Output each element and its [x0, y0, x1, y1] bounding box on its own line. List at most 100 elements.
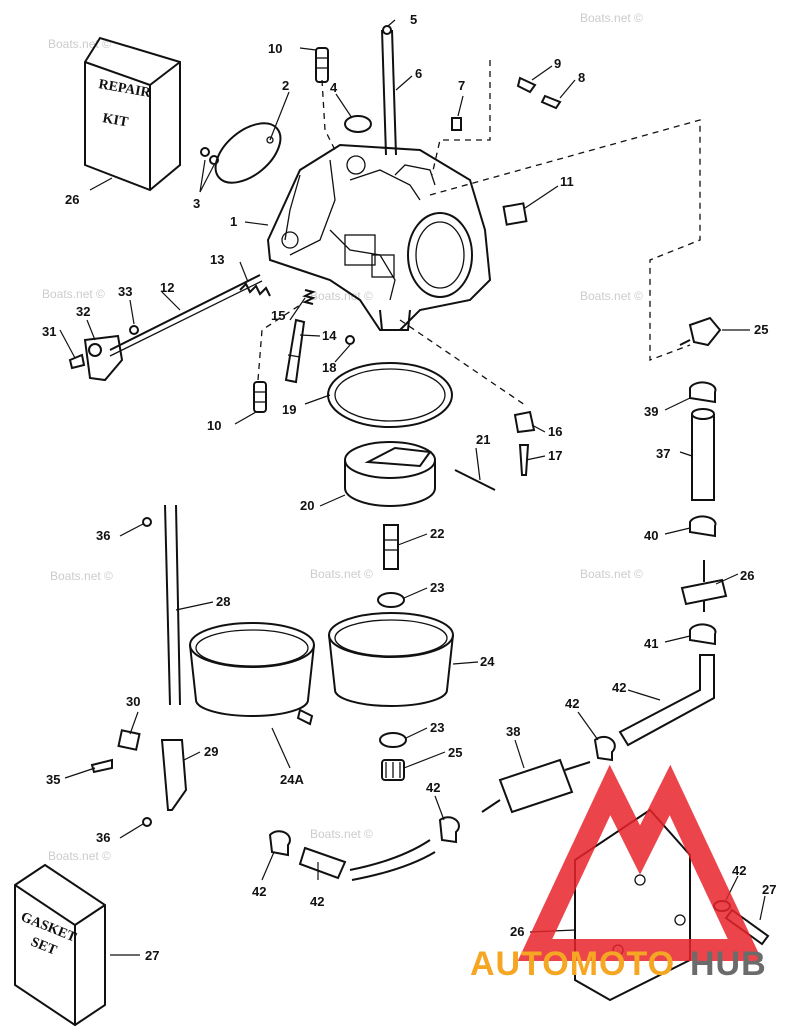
callout-42-f: 42 [252, 884, 266, 899]
screws-3 [200, 147, 219, 165]
screw-7 [451, 117, 462, 131]
callout-18: 18 [322, 360, 336, 375]
watermarks: Boats.net © Boats.net © Boats.net © Boat… [42, 11, 643, 863]
callout-19: 19 [282, 402, 296, 417]
watermark: Boats.net © [42, 287, 105, 301]
callout-24: 24 [480, 654, 495, 669]
callout-42-d: 42 [565, 696, 579, 711]
callout-37: 31 [42, 324, 56, 339]
repair-kit-box: REPAIR KIT [84, 36, 181, 192]
logo-text-orange: AUTOMOTO [470, 945, 675, 983]
callout-21: 21 [476, 432, 490, 447]
gasket-19 [327, 362, 453, 428]
callout-28: 26 [65, 192, 79, 207]
callout-20: 20 [300, 498, 314, 513]
callout-8: 8 [578, 70, 585, 85]
dashed-guide-lines [257, 60, 701, 406]
needle-14 [284, 318, 306, 384]
float-20 [344, 441, 436, 507]
hose-40 [691, 408, 715, 501]
watermark: Boats.net © [50, 569, 113, 583]
callout-11: 11 [560, 174, 574, 189]
bracket-33 [160, 739, 188, 811]
callout-29: 27 [145, 948, 159, 963]
screw-18 [345, 335, 355, 345]
carburetor-body [266, 143, 492, 331]
callout-16: 16 [548, 424, 562, 439]
watermark: Boats.net © [310, 567, 373, 581]
gasket-set-box: GASKET SET [14, 863, 106, 1027]
fuel-line-2 [351, 851, 436, 881]
callout-42-a: 39 [644, 404, 658, 419]
callout-32: 28 [216, 594, 230, 609]
clamp-42-b [689, 515, 717, 538]
gasket-set-text-line2: SET [29, 935, 60, 959]
callout-39: 33 [118, 284, 132, 299]
washer-23-lower [379, 732, 407, 748]
callout-13: 13 [210, 252, 224, 267]
spring-13 [239, 282, 271, 297]
fitting-26 [679, 316, 722, 347]
watermark: Boats.net © [48, 849, 111, 863]
clamp-42-f [268, 830, 291, 857]
float-bowl-24 [328, 612, 454, 707]
callout-42-b: 40 [644, 528, 658, 543]
screw-36-upper [142, 517, 152, 527]
callout-10-lower: 10 [207, 418, 221, 433]
callout-31: 27 [762, 882, 776, 897]
callout-35: 35 [46, 772, 60, 787]
callout-27: 26 [740, 568, 754, 583]
callout-15: 15 [271, 308, 285, 323]
callout-26: 25 [754, 322, 768, 337]
callout-34: 30 [126, 694, 140, 709]
callout-22: 22 [430, 526, 444, 541]
valve-22 [383, 524, 399, 570]
callout-5: 5 [410, 12, 417, 27]
callout-23-lower: 23 [430, 720, 444, 735]
callout-3: 3 [193, 196, 200, 211]
callout-9: 9 [554, 56, 561, 71]
callout-23: 23 [430, 580, 444, 595]
callout-25: 25 [448, 745, 462, 760]
clip-34 [117, 729, 141, 751]
callout-12: 12 [160, 280, 174, 295]
callout-4: 4 [330, 80, 338, 95]
callout-40: 37 [656, 446, 670, 461]
clamp-42-e [438, 816, 460, 844]
watermark: Boats.net © [48, 37, 111, 51]
callout-6: 6 [415, 66, 422, 81]
spring-15 [302, 289, 316, 305]
callout-14: 14 [322, 328, 337, 343]
screws-8-9 [516, 76, 562, 110]
screw-35 [90, 758, 113, 774]
leader-lines [59, 19, 766, 956]
watermark: Boats.net © [310, 289, 373, 303]
clamp-42-a [689, 381, 717, 404]
callout-10: 10 [268, 41, 282, 56]
clamp-42-c [689, 623, 717, 646]
gasket-2 [214, 122, 282, 184]
needle-seat-16-17 [513, 410, 536, 476]
callout-30: 26 [510, 924, 524, 939]
tee-27 [680, 560, 728, 612]
callout-1: 1 [230, 214, 237, 229]
callout-36-lower: 36 [96, 830, 110, 845]
hose-45 [298, 846, 347, 880]
clamp-42-d [593, 735, 616, 762]
float-bowl-24a [189, 622, 315, 726]
callout-33: 29 [204, 744, 218, 759]
callout-36: 36 [96, 528, 110, 543]
logo-text-dark: HUB [690, 945, 767, 983]
o-ring-4 [344, 115, 372, 133]
fuel-filter-41 [481, 758, 591, 814]
callout-24a: 24A [280, 772, 304, 787]
callout-2: 2 [282, 78, 289, 93]
callout-labels: 10 2 3 4 5 6 7 9 8 1 11 13 12 33 32 31 1… [42, 12, 776, 963]
pin-21 [454, 469, 496, 491]
watermark: Boats.net © [580, 11, 643, 25]
callout-45: 42 [310, 894, 324, 909]
callout-17: 17 [548, 448, 562, 463]
fitting-10-lower [253, 381, 267, 413]
hose-44 [618, 654, 715, 747]
